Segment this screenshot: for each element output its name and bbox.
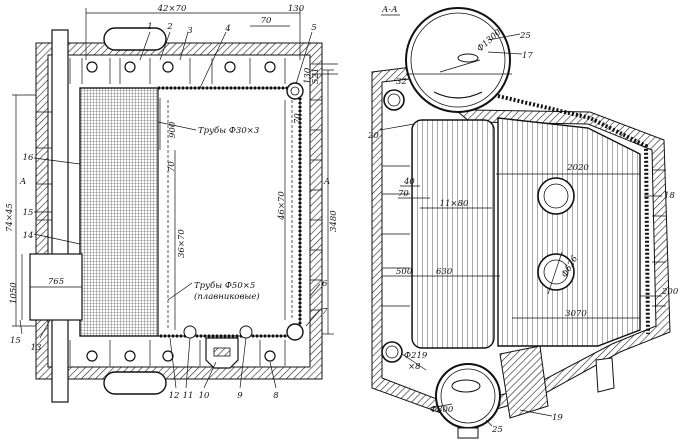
dim-tubes-mid: 70 — [167, 161, 177, 172]
sec-500: 500 — [396, 267, 413, 277]
callout-1: 1 — [147, 22, 152, 32]
dim-left-span: 74×45 — [5, 203, 15, 232]
sec-70: 70 — [398, 189, 409, 199]
dim-right-b: 521 — [311, 68, 321, 84]
callout-12: 12 — [169, 391, 180, 401]
section-view: А-А — [367, 5, 679, 439]
dim-right-col: 46×70 — [277, 191, 287, 221]
plan-bottom-drum — [103, 371, 167, 395]
callout-3: 3 — [187, 26, 192, 36]
dim-door-h: 1050 — [9, 282, 19, 304]
dim-bottom-small: 15 — [10, 336, 21, 346]
callout-13: 13 — [31, 343, 42, 353]
dim-tubes-top: 900 — [168, 121, 178, 138]
sec-11x80: 11×80 — [440, 199, 469, 209]
plan-left-collector — [51, 29, 69, 403]
sec-25: 25 — [519, 31, 531, 41]
sec-18: 18 — [664, 191, 675, 201]
section-furnace-screen — [411, 119, 495, 349]
callout-15: 15 — [23, 208, 34, 218]
sec-219: Ф219 — [404, 351, 428, 361]
sec-800: Ф800 — [430, 405, 454, 415]
dim-right-d: 70 — [293, 113, 303, 124]
sec-3070: 3070 — [565, 309, 587, 319]
dim-height-total: 3480 — [329, 210, 339, 232]
callout-4: 4 — [224, 24, 230, 34]
section-lower-drum — [435, 363, 501, 429]
dim-top-width: 42×70 — [157, 4, 187, 14]
sec-219b: ×8 — [408, 362, 421, 372]
callout-8: 8 — [273, 391, 279, 401]
plan-fin-tube-wall — [158, 86, 302, 338]
section-mark-right: A — [323, 177, 330, 187]
sec-20: 20 — [367, 131, 379, 141]
callout-11: 11 — [183, 391, 194, 401]
sec-200: 200 — [661, 287, 679, 297]
callout-16: 16 — [23, 153, 34, 163]
dim-mid-col: 36×70 — [177, 229, 187, 258]
section-sight-hole — [537, 253, 575, 291]
sec-25b: 25 — [491, 425, 503, 435]
sec-32: 32 — [396, 77, 407, 87]
plan-convection-tubes — [79, 87, 159, 337]
sec-2020: 2020 — [566, 163, 589, 173]
section-mark-left: A — [19, 177, 26, 187]
note-tubes-top: Трубы Ф30×3 — [198, 125, 259, 136]
dim-right-c: 130 — [303, 67, 313, 84]
section-title: А-А — [381, 5, 398, 15]
callout-10: 10 — [199, 391, 210, 401]
dim-top-small: 70 — [261, 16, 272, 26]
callout-2: 2 — [166, 22, 172, 32]
note-tubes-bottom: Трубы Ф50×5 — [194, 280, 255, 291]
dim-door-w: 765 — [48, 277, 64, 287]
callout-14: 14 — [23, 231, 34, 241]
sec-17: 17 — [522, 51, 533, 61]
plan-top-drum — [103, 27, 167, 51]
callout-5: 5 — [311, 23, 316, 33]
callout-6: 6 — [322, 279, 328, 289]
section-convection-zone — [497, 117, 641, 347]
dim-right-a: 130 — [288, 4, 305, 14]
plan-view: 42×70 70 130 521 130 70 900 70 74×45 A A… — [5, 4, 339, 403]
note-tubes-bottom-sub: (плавниковые) — [194, 291, 260, 302]
section-upper-drum — [405, 7, 511, 113]
sec-630: 630 — [436, 267, 453, 277]
callout-9: 9 — [237, 391, 243, 401]
sec-19: 19 — [552, 413, 563, 423]
callout-7: 7 — [322, 307, 328, 317]
sec-40: 40 — [403, 177, 415, 187]
